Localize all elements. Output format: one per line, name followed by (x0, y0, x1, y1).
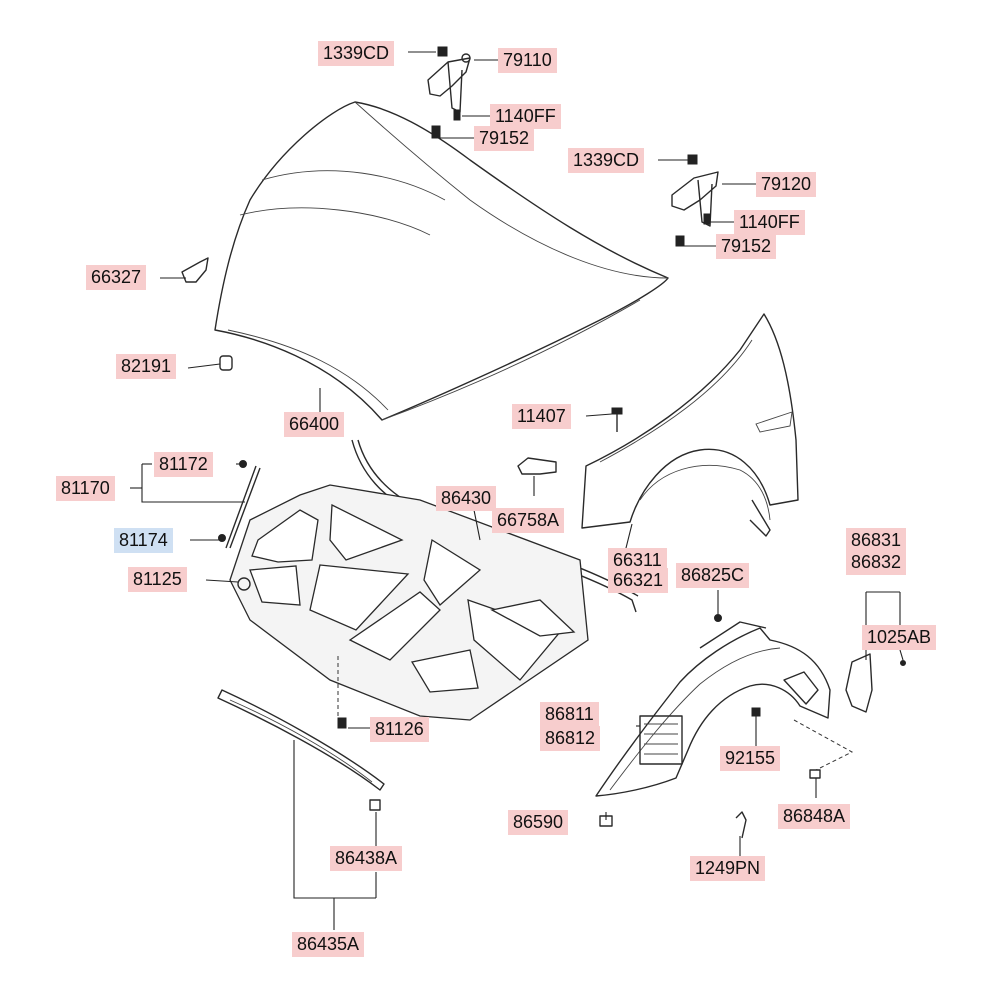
part-label-86590[interactable]: 86590 (508, 810, 569, 835)
part-label-1339cd-a[interactable]: 1339CD (318, 41, 395, 66)
cowl-seal (217, 689, 385, 791)
hood-hinge-right (671, 154, 719, 247)
part-label-86831[interactable]: 86831 (846, 528, 907, 553)
part-label-86825c[interactable]: 86825C (676, 563, 750, 588)
part-label-66758a[interactable]: 66758A (492, 508, 565, 533)
fasteners (337, 614, 906, 839)
part-label-66327[interactable]: 66327 (86, 265, 147, 290)
part-label-79120[interactable]: 79120 (756, 172, 817, 197)
hood-panel (214, 101, 669, 421)
part-label-66400[interactable]: 66400 (284, 412, 345, 437)
mud-guard (845, 653, 873, 713)
part-label-1339cd-b[interactable]: 1339CD (568, 148, 645, 173)
part-label-86832[interactable]: 86832 (846, 550, 907, 575)
part-label-79152-a[interactable]: 79152 (474, 126, 535, 151)
part-label-81174[interactable]: 81174 (114, 528, 173, 553)
hood-insulator (229, 484, 589, 721)
part-label-86435a[interactable]: 86435A (292, 932, 365, 957)
hood-lift-strut (218, 460, 261, 549)
part-label-79152-b[interactable]: 79152 (716, 234, 777, 259)
part-label-81170[interactable]: 81170 (56, 476, 115, 501)
front-fender (581, 313, 799, 537)
part-label-11407[interactable]: 11407 (512, 404, 571, 429)
part-label-81125[interactable]: 81125 (128, 567, 187, 592)
hood-bumper (219, 355, 233, 371)
part-label-1140ff-a[interactable]: 1140FF (490, 104, 561, 129)
fender-bracket (517, 457, 557, 475)
part-label-81126[interactable]: 81126 (370, 717, 429, 742)
part-label-92155[interactable]: 92155 (720, 746, 781, 771)
part-label-1249pn[interactable]: 1249PN (690, 856, 766, 881)
front-wheel-guard (595, 621, 831, 797)
part-label-81172[interactable]: 81172 (154, 452, 213, 477)
fender-bolt (611, 407, 623, 432)
hood-clip (181, 257, 209, 283)
part-label-86438a[interactable]: 86438A (330, 846, 403, 871)
part-label-1025ab[interactable]: 1025AB (862, 625, 937, 650)
part-label-66321[interactable]: 66321 (608, 568, 669, 593)
part-label-86811[interactable]: 86811 (540, 702, 599, 727)
part-label-86848a[interactable]: 86848A (778, 804, 851, 829)
part-label-82191[interactable]: 82191 (116, 354, 177, 379)
part-label-86812[interactable]: 86812 (540, 726, 601, 751)
leader-lines (130, 51, 904, 930)
part-label-1140ff-b[interactable]: 1140FF (734, 210, 805, 235)
hood-hinge-left (427, 46, 471, 139)
part-label-79110[interactable]: 79110 (498, 48, 557, 73)
part-label-86430[interactable]: 86430 (436, 486, 497, 511)
